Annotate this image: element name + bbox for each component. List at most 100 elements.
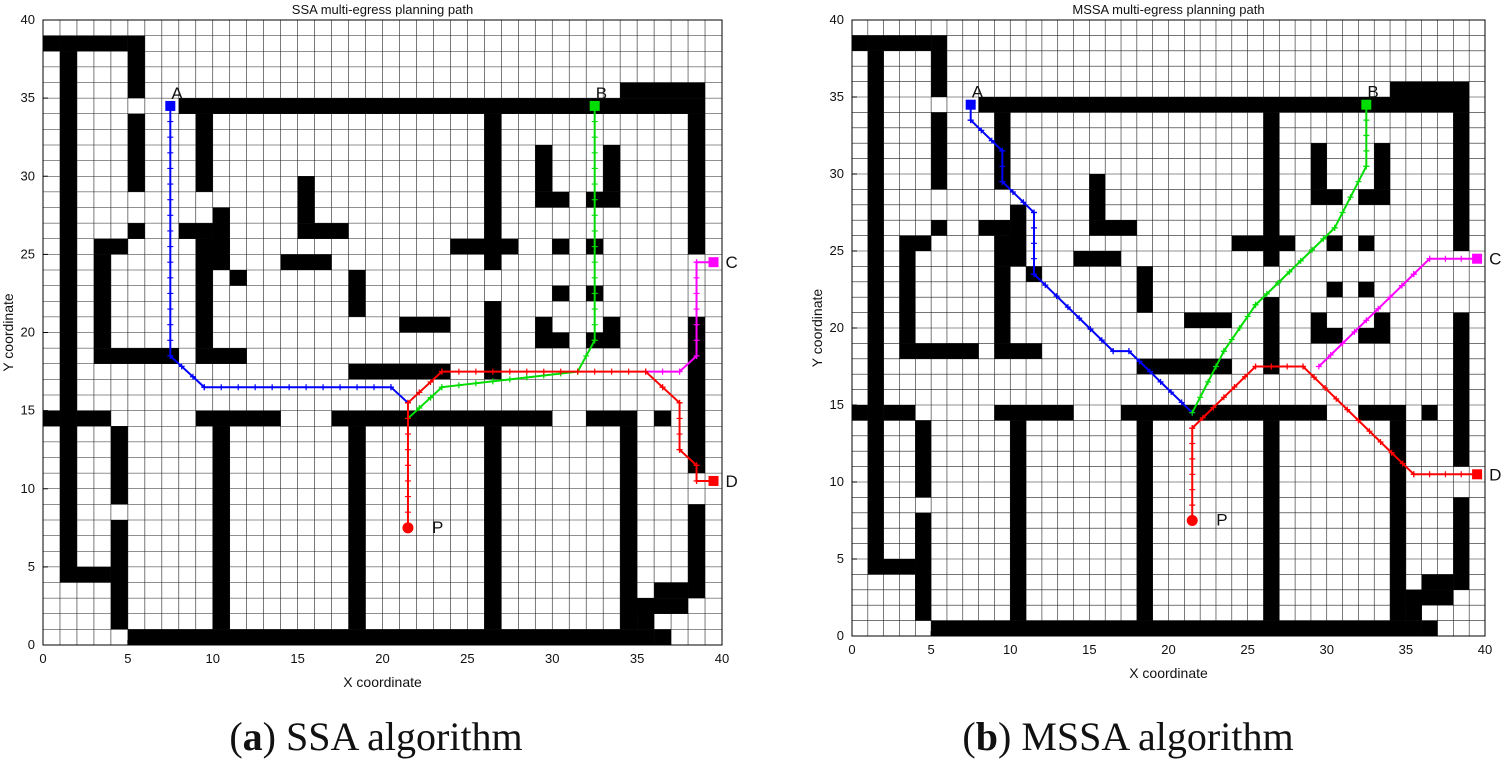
path-point xyxy=(167,337,174,344)
maze-wall xyxy=(1263,420,1280,621)
path-point xyxy=(1297,257,1304,264)
path-point xyxy=(1355,417,1362,424)
path-point xyxy=(167,149,174,156)
path-point xyxy=(1347,194,1354,201)
path-point xyxy=(1030,255,1037,262)
path-point xyxy=(625,368,632,375)
y-tick-label: 5 xyxy=(28,559,35,574)
path-point xyxy=(1053,293,1060,300)
path-point xyxy=(1189,502,1196,509)
path-point xyxy=(1189,440,1196,447)
path-point xyxy=(167,196,174,203)
exit-label: A xyxy=(171,84,183,103)
maze-wall xyxy=(899,251,916,344)
path-point xyxy=(1344,406,1351,413)
maze-wall xyxy=(654,410,672,427)
path-point xyxy=(1030,240,1037,247)
path-point xyxy=(472,368,479,375)
path-point xyxy=(1220,348,1227,355)
path-point xyxy=(591,306,598,313)
path-point xyxy=(1442,471,1449,478)
path-point xyxy=(1377,438,1384,445)
maze-wall xyxy=(915,420,932,498)
path-point xyxy=(167,259,174,266)
path-point xyxy=(1339,340,1346,347)
maze-wall xyxy=(1453,497,1470,590)
exit-marker xyxy=(1472,253,1483,264)
x-tick-label: 25 xyxy=(460,651,474,666)
maze-wall xyxy=(899,235,932,251)
path-point xyxy=(1231,384,1238,391)
maze-wall xyxy=(1200,405,1327,421)
path-point xyxy=(591,274,598,281)
path-point xyxy=(1366,428,1373,435)
path-point xyxy=(1228,336,1235,343)
maze-wall xyxy=(1453,312,1470,467)
maze-wall xyxy=(1263,112,1280,267)
path-point xyxy=(1399,460,1406,467)
path-point xyxy=(591,243,598,250)
exit-label: D xyxy=(1489,465,1501,484)
y-tick-label: 20 xyxy=(830,320,844,335)
path-point xyxy=(235,384,242,391)
maze-wall xyxy=(195,348,247,364)
exit-label: B xyxy=(596,84,607,103)
path-point xyxy=(167,290,174,297)
maze-wall xyxy=(59,51,77,583)
path-point xyxy=(523,374,530,381)
path-series xyxy=(404,368,717,531)
y-tick-label: 0 xyxy=(837,628,844,643)
exit-label: C xyxy=(726,253,738,272)
exit-marker xyxy=(589,100,600,111)
path-point xyxy=(1076,315,1083,322)
maze-wall xyxy=(195,113,213,192)
path-point xyxy=(693,321,700,328)
x-tick-label: 0 xyxy=(39,651,46,666)
path-point xyxy=(167,212,174,219)
x-tick-label: 5 xyxy=(124,651,131,666)
caption-b-letter: b xyxy=(975,714,998,759)
x-tick-label: 0 xyxy=(848,642,855,657)
y-tick-label: 35 xyxy=(830,89,844,104)
path-point xyxy=(1322,385,1329,392)
path-point xyxy=(286,384,293,391)
path-point xyxy=(676,446,683,453)
path-point xyxy=(693,337,700,344)
y-tick-label: 30 xyxy=(21,168,35,183)
maze-wall xyxy=(535,191,570,208)
maze-wall xyxy=(450,238,519,255)
maze-wall xyxy=(931,220,947,236)
path-point xyxy=(1189,455,1196,462)
path-point xyxy=(574,368,581,375)
path-point xyxy=(1286,268,1293,275)
path-line xyxy=(406,370,714,528)
path-point xyxy=(1442,255,1449,262)
maze-wall xyxy=(127,35,145,99)
path-point xyxy=(1363,147,1370,154)
path-point xyxy=(354,384,361,391)
path-point xyxy=(1331,224,1338,231)
path-point xyxy=(167,134,174,141)
path-point xyxy=(676,399,683,406)
path-point xyxy=(416,389,423,396)
maze-wall xyxy=(1358,235,1375,251)
maze-wall xyxy=(416,410,553,427)
path-point xyxy=(1189,409,1196,416)
path-point xyxy=(167,227,174,234)
y-tick-label: 10 xyxy=(21,481,35,496)
path-point xyxy=(167,321,174,328)
y-tick-label: 25 xyxy=(830,243,844,258)
maze-wall xyxy=(1421,574,1454,590)
path-point xyxy=(693,274,700,281)
path-point xyxy=(1136,358,1143,365)
path-point xyxy=(427,378,434,385)
exit-label: B xyxy=(1367,83,1378,102)
path-point xyxy=(1315,363,1322,370)
maze-wall xyxy=(978,220,1011,236)
y-tick-label: 35 xyxy=(21,90,35,105)
maze-wall xyxy=(1184,312,1232,328)
exit-label: C xyxy=(1489,250,1501,269)
maze-wall xyxy=(1358,189,1391,205)
x-tick-label: 15 xyxy=(290,651,304,666)
maze-wall xyxy=(43,410,60,427)
